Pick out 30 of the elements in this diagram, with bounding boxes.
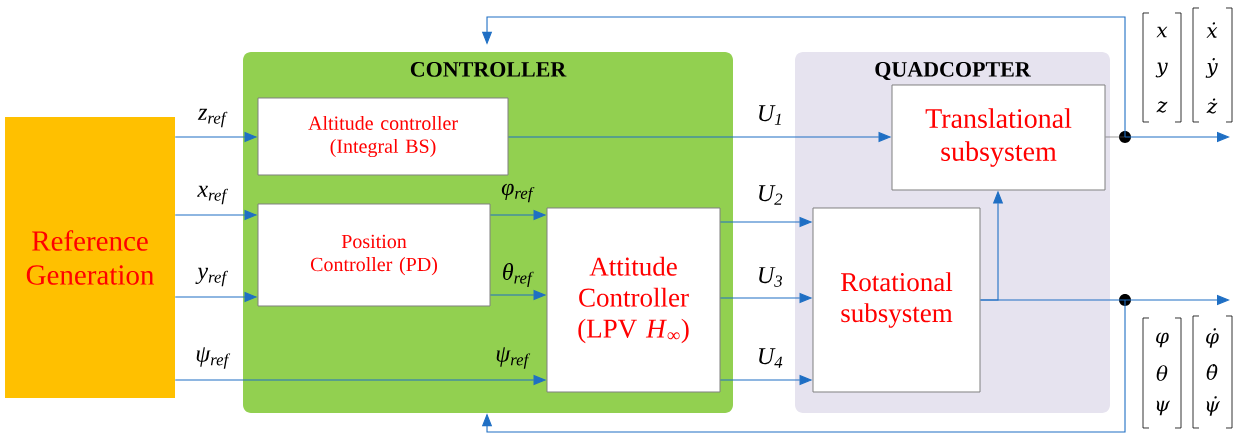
edge-label: U$_{4}$ xyxy=(759,348,783,368)
controller-box: Attitude Controller (LPV H$_{∞}$) xyxy=(546,207,721,393)
vector-entry: ẋ xyxy=(1206,22,1218,38)
vector-entry: x xyxy=(1156,26,1168,38)
edge-label: U$_{1}$ xyxy=(759,105,781,125)
edge-label: U$_{3}$ xyxy=(759,267,783,287)
reference-box: Reference Generation xyxy=(5,117,175,398)
controller-box: Position Controller (PD) xyxy=(257,203,491,307)
vector-entry: φ̇ xyxy=(1206,328,1219,348)
vector-entry: ẏ xyxy=(1205,58,1218,78)
edge-label: φ$_{ref}$ xyxy=(501,183,535,203)
vector-entry: ψ̇ xyxy=(1206,396,1220,416)
vector-entry: φ xyxy=(1156,332,1169,348)
edge-label: U$_{2}$ xyxy=(759,185,783,205)
controller-box: Altitude controller (Integral BS) xyxy=(257,97,509,176)
edge-label: ψ$_{ref}$ xyxy=(196,347,231,369)
signal-label: ψ$_{ref}$ xyxy=(496,347,531,369)
edge-label: x$_{ref}$ xyxy=(197,185,229,205)
vector-entry: ψ xyxy=(1156,400,1170,416)
subsystem-box: Rotational subsystem xyxy=(812,207,981,393)
vector-entry: y xyxy=(1155,62,1168,78)
vector-entry: z xyxy=(1156,101,1168,113)
edge-label: z$_{ref}$ xyxy=(197,108,228,128)
vector-entry: ż xyxy=(1206,98,1218,114)
arrow xyxy=(481,299,1126,433)
vector-entry: θ̇ xyxy=(1206,364,1218,380)
vector-entry: θ xyxy=(1156,365,1168,381)
edge-label: θ$_{ref}$ xyxy=(503,262,534,288)
edge-label: y$_{ref}$ xyxy=(195,267,229,287)
subsystem-box: Translational subsystem xyxy=(891,84,1106,191)
